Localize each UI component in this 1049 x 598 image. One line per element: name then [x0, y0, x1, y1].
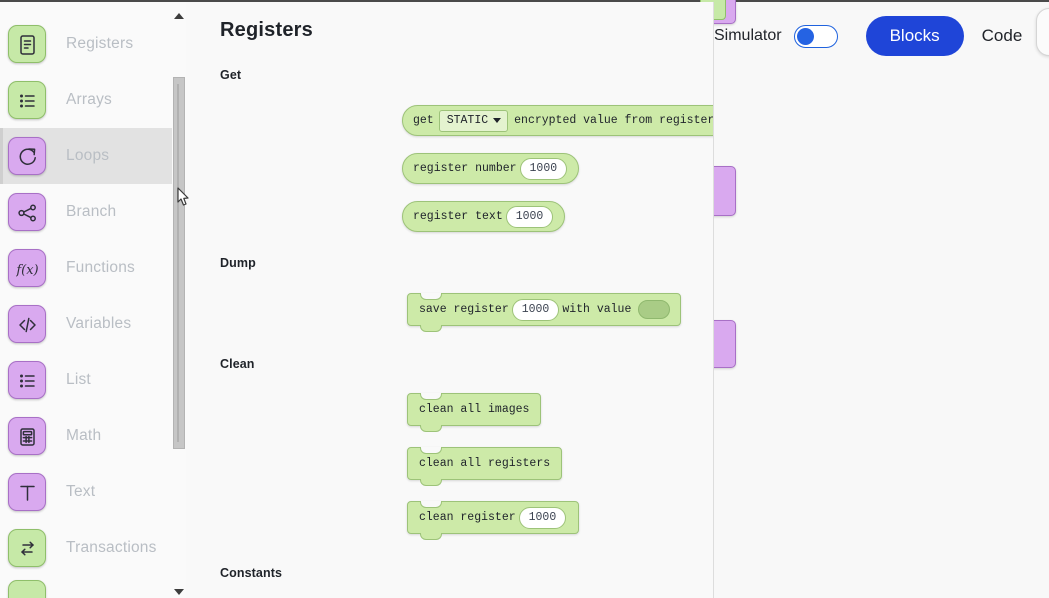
exchange-icon: [8, 529, 46, 567]
text-icon: [8, 473, 46, 511]
block-dropdown-static[interactable]: STATIC: [438, 109, 509, 132]
sidebar-item-variables[interactable]: Variables: [0, 296, 186, 352]
flyout-title: Registers: [220, 19, 313, 41]
block-text-label: clean all registers: [419, 457, 551, 470]
scroll-up-arrow-icon[interactable]: [173, 10, 185, 22]
sidebar-item-loops[interactable]: Loops: [0, 128, 186, 184]
block-text-suffix: with value: [562, 303, 632, 316]
sidebar-item-text[interactable]: Text: [0, 464, 186, 520]
code-tab-button[interactable]: Code: [981, 26, 1023, 45]
block-number-field[interactable]: 1000: [505, 205, 554, 228]
sidebar-item-functions[interactable]: f(x) Functions: [0, 240, 186, 296]
list-icon: [8, 81, 46, 119]
sidebar-item-label: Variables: [66, 315, 132, 332]
section-label-dump: Dump: [220, 256, 256, 270]
simulator-toggle[interactable]: [793, 24, 838, 48]
sidebar-item-label: List: [66, 371, 91, 388]
block-text-label: register number: [413, 162, 517, 175]
document-icon: [8, 25, 46, 63]
section-label-clean: Clean: [220, 357, 255, 371]
block-clean-all-images[interactable]: clean all images: [407, 393, 542, 432]
triangle-up-glyph: [174, 13, 184, 19]
sidebar-category-list: Registers Arrays Loops Branch f(x) Functio…: [0, 16, 186, 576]
block-text-middle: encrypted value from register: [514, 114, 714, 127]
editor-toolbar: Simulator Blocks Code: [714, 14, 1022, 58]
sidebar-item-arrays[interactable]: Arrays: [0, 72, 186, 128]
blocks-tab-button[interactable]: Blocks: [865, 16, 964, 56]
simulator-toggle-knob: [796, 27, 814, 45]
block-number-field[interactable]: 1000: [518, 506, 567, 529]
block-text-label: clean register: [419, 511, 516, 524]
list-icon: [8, 361, 46, 399]
block-save-register[interactable]: save register 1000 with value: [407, 293, 682, 332]
block-number-field[interactable]: 1000: [519, 157, 568, 180]
function-icon: f(x): [8, 249, 46, 287]
block-clean-all-registers[interactable]: clean all registers: [407, 447, 563, 486]
block-register-number[interactable]: register number 1000: [402, 153, 580, 184]
calculator-icon: [8, 417, 46, 455]
sidebar-item-math[interactable]: Math: [0, 408, 186, 464]
section-label-get: Get: [220, 68, 242, 82]
block-register-text[interactable]: register text 1000: [402, 201, 566, 232]
block-number-field[interactable]: 1000: [511, 298, 560, 321]
block-clean-register[interactable]: clean register 1000: [407, 501, 580, 540]
block-text-prefix: save register: [419, 303, 509, 316]
window-top-border: [0, 0, 1049, 2]
loop-icon: [8, 137, 46, 175]
sidebar-item-label: Arrays: [66, 91, 112, 108]
right-edge-panel-handle[interactable]: [1036, 8, 1049, 56]
svg-text:f(x): f(x): [16, 263, 39, 278]
sidebar-item-label: Transactions: [66, 539, 157, 556]
section-label-constants: Constants: [220, 566, 283, 580]
sidebar-item-partial-bottom[interactable]: [8, 580, 46, 598]
sidebar-item-label: Branch: [66, 203, 117, 220]
sidebar-scrollbar-thumb[interactable]: [173, 77, 185, 449]
block-text-label: register text: [413, 210, 503, 223]
sidebar-item-transactions[interactable]: Transactions: [0, 520, 186, 576]
block-text-prefix: get: [413, 114, 434, 127]
dropdown-value: STATIC: [446, 113, 489, 127]
sidebar-item-label: Registers: [66, 35, 134, 52]
toolbox-flyout: Registers Get Dump Clean Constants get S…: [186, 2, 714, 598]
sidebar-item-label: Functions: [66, 259, 135, 276]
branch-icon: [8, 193, 46, 231]
sidebar-item-branch[interactable]: Branch: [0, 184, 186, 240]
chevron-down-icon: [493, 117, 502, 123]
triangle-down-glyph: [174, 589, 184, 595]
sidebar-item-list[interactable]: List: [0, 352, 186, 408]
sidebar-item-label: Loops: [66, 147, 110, 164]
simulator-label: Simulator: [714, 27, 782, 44]
block-value-socket[interactable]: [638, 300, 671, 319]
sidebar-scrollbar-groove: [177, 84, 179, 442]
toolbox-sidebar[interactable]: Registers Arrays Loops Branch f(x) Functio…: [0, 2, 186, 598]
sidebar-item-label: Text: [66, 483, 96, 500]
block-get-encrypted-value[interactable]: get STATIC encrypted value from register…: [402, 105, 714, 136]
block-text-label: clean all images: [419, 403, 530, 416]
sidebar-item-registers[interactable]: Registers: [0, 16, 186, 72]
sidebar-scrollbar[interactable]: [172, 10, 186, 598]
code-icon: [8, 305, 46, 343]
sidebar-item-label: Math: [66, 427, 102, 444]
scroll-down-arrow-icon[interactable]: [173, 586, 185, 598]
